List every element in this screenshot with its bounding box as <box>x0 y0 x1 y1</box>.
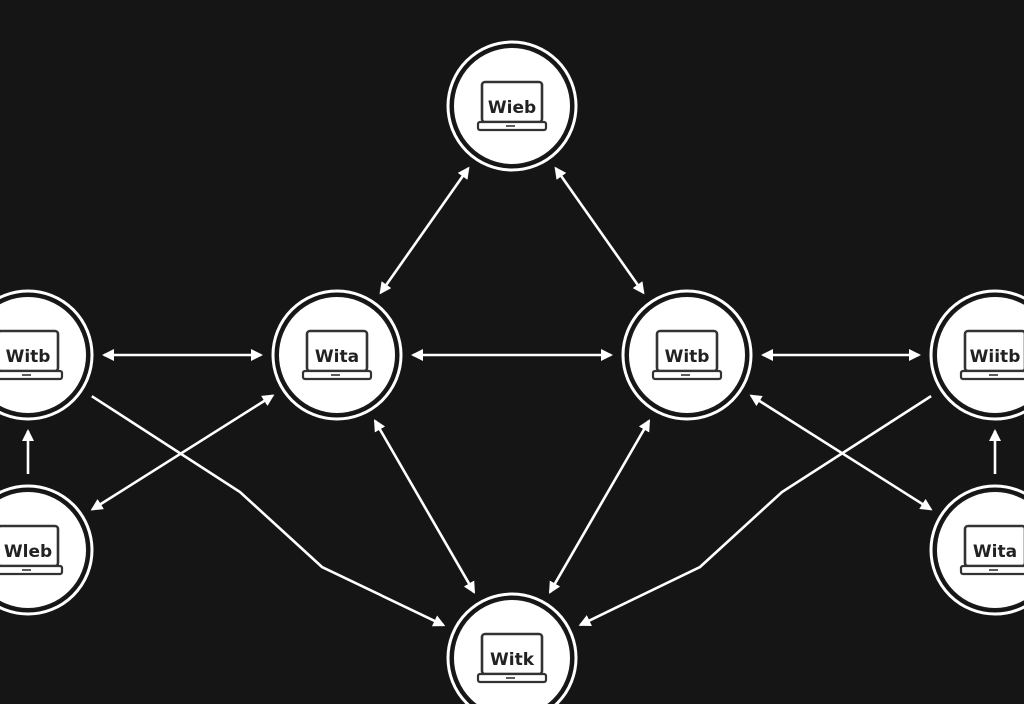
node-n-top[interactable]: Wieb <box>446 40 578 172</box>
node-label: Witb <box>665 347 710 367</box>
node-label: Wita <box>973 542 1017 562</box>
node-label: Wleb <box>4 542 52 562</box>
edge-n-right-top-to-n-bottom <box>578 395 932 627</box>
node-outer-ring <box>446 40 578 172</box>
edge-n-mid-left-to-n-top <box>379 166 470 295</box>
edge-n-top-to-n-mid-right <box>554 166 645 295</box>
node-label: Wieb <box>488 98 536 118</box>
edge-n-left-top-to-n-bottom <box>91 395 446 627</box>
edge-n-mid-right-to-n-right-bot <box>749 394 933 511</box>
laptop-icon <box>651 329 723 381</box>
laptop-icon <box>0 524 64 576</box>
edge-n-mid-left-to-n-bottom <box>373 419 476 594</box>
laptop-icon <box>0 329 64 381</box>
node-n-mid-right[interactable]: Witb <box>621 289 753 421</box>
node-outer-ring <box>271 289 403 421</box>
edge-layer <box>22 166 1001 627</box>
node-n-right-bot[interactable]: Wita <box>929 484 1024 616</box>
node-n-left-top[interactable]: Witb <box>0 289 94 421</box>
laptop-icon <box>476 632 548 684</box>
node-label: Witk <box>490 650 535 670</box>
node-outer-ring <box>0 484 94 616</box>
laptop-icon <box>476 80 548 132</box>
edge-n-mid-right-to-n-bottom <box>548 419 651 594</box>
node-n-bottom[interactable]: Witk <box>446 592 578 704</box>
node-outer-ring <box>929 289 1024 421</box>
node-label: Wita <box>315 347 359 367</box>
node-n-left-bot[interactable]: Wleb <box>0 484 94 616</box>
edge-n-left-bot-to-n-mid-left <box>90 394 275 511</box>
node-outer-ring <box>446 592 578 704</box>
laptop-icon <box>959 524 1024 576</box>
node-outer-ring <box>929 484 1024 616</box>
node-n-mid-left[interactable]: Wita <box>271 289 403 421</box>
node-outer-ring <box>0 289 94 421</box>
laptop-icon <box>301 329 373 381</box>
node-outer-ring <box>621 289 753 421</box>
node-label: Witb <box>6 347 51 367</box>
node-label: Wiitb <box>970 347 1021 367</box>
node-n-right-top[interactable]: Wiitb <box>929 289 1024 421</box>
laptop-icon <box>959 329 1024 381</box>
